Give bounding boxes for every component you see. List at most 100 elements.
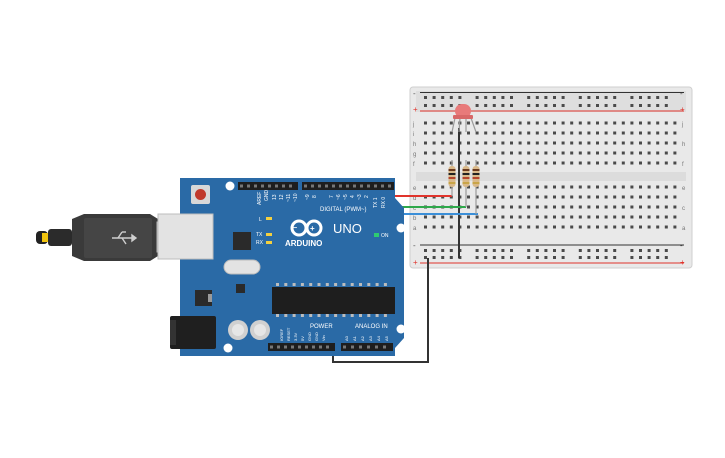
dc-power-jack[interactable]	[170, 316, 216, 349]
breadboard-hole	[570, 151, 574, 155]
header-pin	[247, 184, 250, 188]
ground-wire[interactable]	[332, 258, 429, 363]
breadboard-hole	[432, 121, 436, 125]
cable-sleeve	[48, 229, 72, 246]
pin-label: 3.3V	[293, 332, 298, 341]
rail-hole	[596, 96, 599, 99]
breadboard-hole	[449, 225, 453, 229]
mounting-hole	[396, 223, 406, 233]
breadboard-hole	[578, 225, 582, 229]
header-pin	[305, 345, 308, 349]
led-rim	[453, 115, 473, 119]
rail-hole	[484, 96, 488, 99]
mounting-hole	[223, 343, 233, 353]
usb-b-port[interactable]	[157, 213, 214, 260]
breadboard-hole	[501, 151, 505, 155]
breadboard-hole	[613, 215, 617, 219]
mcu-pin	[284, 283, 288, 286]
top-power-rail	[416, 91, 686, 112]
breadboard-hole	[656, 131, 660, 135]
mcu-pin	[359, 314, 362, 317]
resistor-blue-channel[interactable]	[472, 160, 480, 214]
arduino-uno-board[interactable]: AREF GND 13 12 ~11 ~10 ~9 8 7 ~6 ~5 4 ~3…	[157, 178, 406, 356]
resistor-green-channel[interactable]	[462, 160, 470, 207]
rail-hole	[458, 96, 462, 99]
rail-hole	[544, 249, 548, 252]
rail-hole	[475, 96, 479, 99]
breadboard-hole	[587, 131, 591, 135]
breadboard-hole	[621, 161, 625, 165]
breadboard-hole	[673, 121, 677, 125]
mcu-pin	[276, 283, 279, 286]
breadboard-hole	[664, 161, 668, 165]
digital-pwm-label: DIGITAL (PWM~)	[320, 207, 367, 213]
breadboard-hole	[596, 225, 599, 229]
breadboard-hole	[596, 131, 599, 135]
rail-hole	[544, 256, 548, 259]
header-pin	[304, 184, 307, 188]
header-pin	[359, 345, 362, 349]
breadboard-hole	[647, 185, 651, 189]
rail-hole	[475, 256, 479, 259]
capacitor-top	[232, 324, 244, 336]
rail-hole	[630, 96, 634, 99]
resistor-red-channel[interactable]	[448, 160, 456, 196]
breadboard-hole	[501, 141, 505, 145]
breadboard-hole	[475, 205, 479, 209]
breadboard-hole	[432, 151, 436, 155]
breadboard-hole	[613, 185, 617, 189]
pin-label: 4	[350, 195, 356, 198]
mcu-pin	[309, 283, 313, 286]
breadboard[interactable]: - + - + - + - + j i h g f e d c b a j h …	[409, 86, 693, 269]
breadboard-hole	[596, 215, 599, 219]
breadboard-hole	[535, 161, 539, 165]
pin-label: RESET	[286, 327, 291, 341]
header-pin	[326, 345, 329, 349]
breadboard-hole	[484, 225, 488, 229]
breadboard-hole	[587, 205, 591, 209]
breadboard-hole	[604, 121, 608, 125]
pin-label: AREF	[257, 192, 263, 205]
breadboard-hole	[621, 131, 625, 135]
mcu-pin	[342, 314, 346, 317]
pin-label: 13	[272, 194, 278, 200]
breadboard-hole	[664, 185, 668, 189]
mcu-pin	[292, 283, 296, 286]
mcu-pin	[317, 283, 321, 286]
rail-hole	[535, 96, 539, 99]
rail-hole	[484, 249, 488, 252]
reset-button-cap[interactable]	[195, 189, 206, 200]
rail-hole	[527, 104, 531, 107]
center-channel	[416, 172, 686, 181]
breadboard-hole	[475, 151, 479, 155]
breadboard-hole	[441, 151, 445, 155]
mcu-pin	[383, 314, 387, 317]
breadboard-hole	[656, 151, 660, 155]
usb-cable[interactable]	[36, 214, 180, 261]
breadboard-hole	[492, 141, 496, 145]
breadboard-hole	[544, 131, 548, 135]
header-pin	[289, 184, 292, 188]
rail-hole	[596, 256, 599, 259]
rail-hole	[432, 256, 436, 259]
header-pin	[284, 345, 287, 349]
mounting-hole	[225, 181, 235, 191]
breadboard-hole	[518, 161, 522, 165]
breadboard-hole	[544, 161, 548, 165]
rail-hole	[432, 249, 436, 252]
rail-hole	[492, 104, 496, 107]
rail-hole	[647, 249, 651, 252]
breadboard-hole	[432, 131, 436, 135]
rgb-led[interactable]	[451, 104, 477, 133]
breadboard-hole	[501, 161, 505, 165]
breadboard-hole	[544, 215, 548, 219]
header-pin	[319, 345, 322, 349]
row-letter: c	[413, 206, 416, 212]
rail-hole	[604, 104, 608, 107]
breadboard-hole	[510, 121, 513, 125]
usb-interface-chip	[233, 232, 251, 250]
usb-icon	[112, 231, 138, 245]
rail-hole	[647, 256, 651, 259]
breadboard-hole	[630, 195, 634, 199]
